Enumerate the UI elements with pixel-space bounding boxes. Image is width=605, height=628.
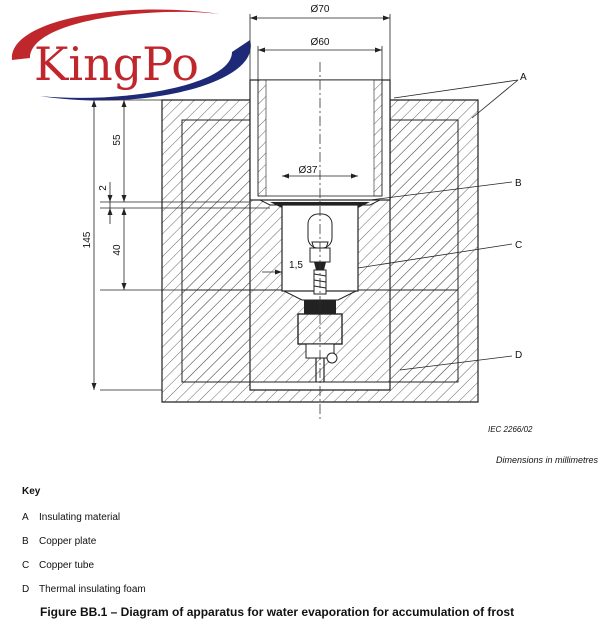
cylinder-wall-left — [257, 79, 267, 197]
key-item-d: D Thermal insulating foam — [22, 584, 146, 595]
dimension-arrows — [91, 15, 390, 390]
figure-caption: Figure BB.1 – Diagram of apparatus for w… — [40, 605, 515, 619]
callout-leaders — [357, 79, 519, 371]
dim-1-5: 1,5 — [289, 260, 303, 271]
kingpo-logo: KingPo — [11, 9, 251, 101]
callout-d: D — [515, 350, 522, 361]
cylinder-wall-right — [373, 79, 383, 197]
iec-ref: IEC 2266/02 — [488, 425, 533, 434]
units-note: Dimensions in millimetres — [496, 455, 599, 465]
key-letter: D — [22, 584, 30, 595]
key-item-c: C Copper tube — [22, 560, 94, 571]
key-item-a: A Insulating material — [22, 512, 120, 523]
callout-b: B — [515, 178, 522, 189]
key-title: Key — [22, 486, 41, 497]
key-letter: A — [22, 512, 29, 523]
dim-70: Ø70 — [311, 4, 330, 15]
logo-swoosh-bottom — [40, 40, 251, 101]
key-label: Insulating material — [39, 512, 121, 523]
dim-2: 2 — [98, 185, 109, 191]
callout-c: C — [515, 240, 522, 251]
key-item-b: B Copper plate — [22, 536, 96, 547]
dim-60: Ø60 — [311, 37, 330, 48]
logo-text: KingPo — [34, 37, 199, 91]
key-label: Copper tube — [39, 560, 95, 571]
dim-55: 55 — [112, 134, 123, 146]
key-label: Copper plate — [39, 536, 97, 547]
logo-swoosh-top — [11, 9, 220, 60]
dimension-lines — [93, 14, 391, 391]
key-letter: C — [22, 560, 30, 571]
dim-37: Ø37 — [299, 165, 318, 176]
callout-a: A — [520, 72, 527, 83]
key-letter: B — [22, 536, 29, 547]
dim-40: 40 — [112, 244, 123, 256]
dim-145: 145 — [82, 231, 93, 248]
key-label: Thermal insulating foam — [39, 584, 146, 595]
